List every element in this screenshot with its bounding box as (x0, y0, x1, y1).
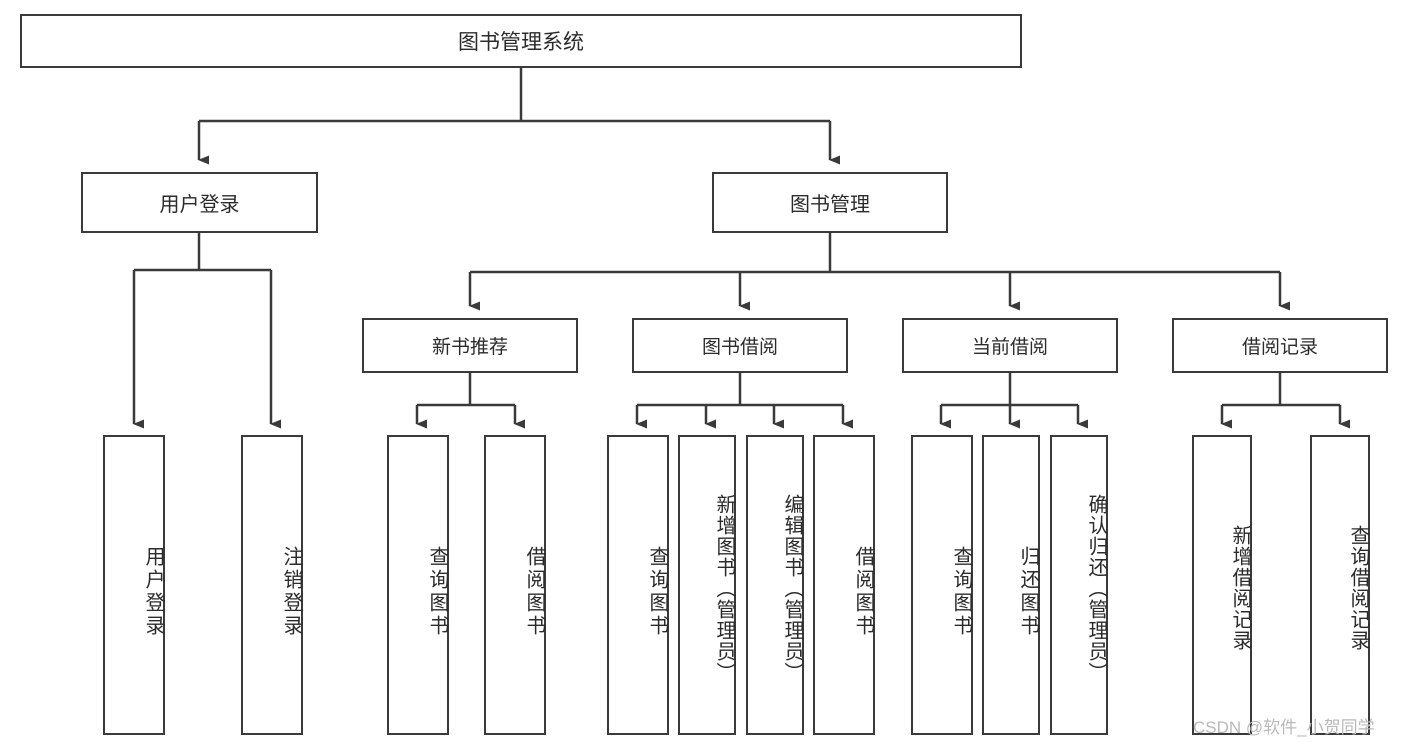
watermark: CSDN @软件_小贺同学 (1193, 718, 1375, 737)
node-new-book-recommend[interactable]: 新书推荐 (362, 318, 578, 373)
leaf-borrow-book-recommend[interactable]: 借阅图书 (484, 435, 546, 735)
leaf-query-borrow-record[interactable]: 查询借阅记录 (1310, 435, 1370, 735)
node-label: 借阅图书 (523, 546, 545, 638)
node-label: 新增借阅记录 (1229, 525, 1251, 651)
leaf-query-book-current[interactable]: 查询图书 (911, 435, 973, 735)
node-label: 编辑图书（管理员） (781, 493, 803, 683)
leaf-query-book-recommend[interactable]: 查询图书 (387, 435, 449, 735)
node-system-root[interactable]: 图书管理系统 (20, 14, 1022, 68)
node-label: 新书推荐 (431, 337, 508, 358)
node-label: 用户登录 (142, 546, 164, 638)
node-label: 注销登录 (280, 546, 302, 638)
node-label: 查询图书 (426, 546, 448, 638)
node-label: 查询图书 (646, 546, 668, 638)
node-label: 借阅记录 (1241, 337, 1318, 358)
leaf-add-book-admin[interactable]: 新增图书（管理员） (678, 435, 736, 735)
node-label: 用户登录 (159, 194, 240, 216)
leaf-query-book-borrow[interactable]: 查询图书 (607, 435, 669, 735)
node-label: 图书借阅 (701, 337, 778, 358)
node-book-management[interactable]: 图书管理 (712, 172, 948, 233)
leaf-return-book[interactable]: 归还图书 (982, 435, 1040, 735)
node-label: 当前借阅 (971, 337, 1048, 358)
node-current-borrow[interactable]: 当前借阅 (902, 318, 1118, 373)
node-label: 图书管理系统 (458, 31, 584, 54)
node-label: 新增图书（管理员） (713, 493, 735, 683)
leaf-user-login[interactable]: 用户登录 (103, 435, 165, 735)
node-user-login[interactable]: 用户登录 (81, 172, 318, 233)
leaf-logout[interactable]: 注销登录 (241, 435, 303, 735)
leaf-add-borrow-record[interactable]: 新增借阅记录 (1192, 435, 1252, 735)
leaf-edit-book-admin[interactable]: 编辑图书（管理员） (746, 435, 804, 735)
node-label: 归还图书 (1017, 546, 1039, 638)
node-book-borrow[interactable]: 图书借阅 (632, 318, 848, 373)
node-label: 查询借阅记录 (1347, 525, 1369, 651)
leaf-borrow-book[interactable]: 借阅图书 (813, 435, 875, 735)
node-label: 借阅图书 (852, 546, 874, 638)
node-label: 图书管理 (790, 194, 870, 216)
node-label: 确认归还（管理员） (1085, 493, 1107, 683)
node-borrow-record[interactable]: 借阅记录 (1172, 318, 1388, 373)
leaf-confirm-return-admin[interactable]: 确认归还（管理员） (1050, 435, 1108, 735)
node-label: 查询图书 (950, 546, 972, 638)
